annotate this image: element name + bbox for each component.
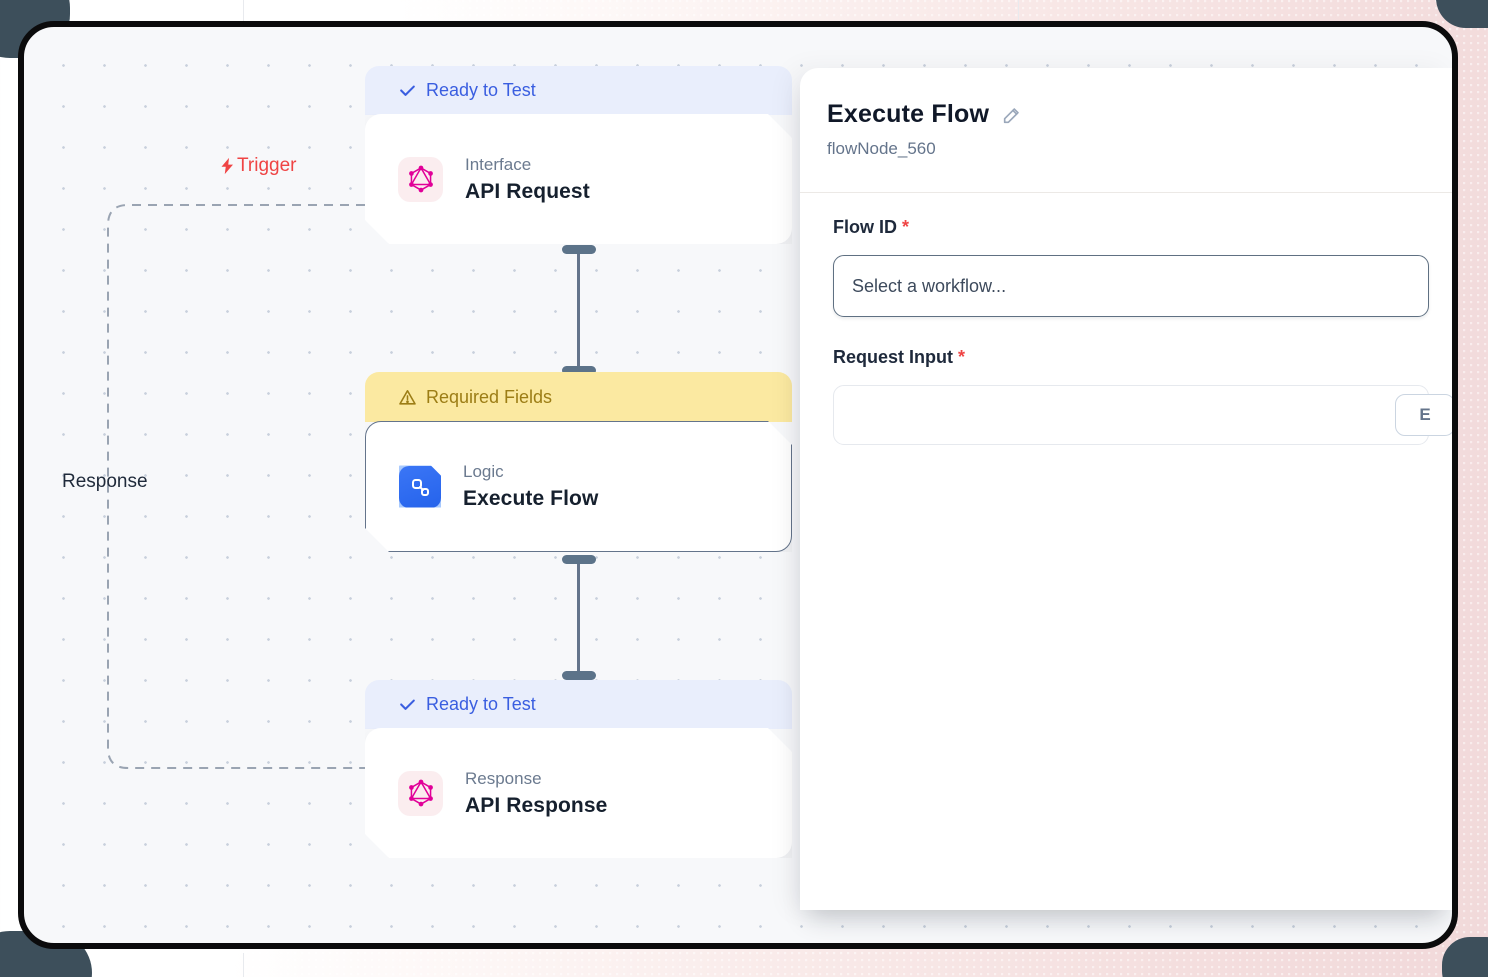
node-card[interactable]: Interface API Request (365, 114, 792, 244)
backdrop-corner-shape (1436, 0, 1488, 28)
graphql-icon (398, 771, 443, 816)
page-hairline (1018, 0, 1019, 22)
check-icon (398, 81, 417, 100)
page-hairline (243, 953, 244, 977)
request-input-field[interactable] (833, 385, 1429, 445)
request-input-label: Request Input* (833, 347, 966, 367)
select-placeholder: Select a workflow... (852, 275, 1007, 296)
lightning-icon (220, 157, 235, 175)
node-status-text: Ready to Test (426, 694, 536, 714)
node-status-badge: Ready to Test (365, 66, 792, 115)
node-category: Interface (465, 154, 532, 174)
trigger-label-text: Trigger (237, 155, 297, 176)
panel-title: Execute Flow (827, 100, 990, 128)
required-asterisk: * (958, 347, 966, 367)
node-api-response[interactable]: Ready to Test (365, 680, 792, 858)
edit-pencil-icon[interactable] (1001, 104, 1023, 126)
trigger-label: Trigger (220, 155, 296, 177)
node-category: Response (465, 768, 542, 788)
required-asterisk: * (902, 217, 910, 237)
node-category: Logic (463, 462, 504, 481)
check-icon (398, 695, 417, 714)
backdrop-corner-shape (1442, 937, 1488, 977)
connector-cap (561, 366, 596, 375)
node-connector (365, 555, 792, 680)
connector-line (576, 254, 581, 366)
flow-icon (399, 466, 441, 508)
connector-cap (561, 245, 596, 254)
node-status-text: Required Fields (426, 386, 553, 407)
node-execute-flow[interactable]: Required Fields Logic Execute Flow (365, 372, 792, 552)
node-connector (365, 245, 792, 375)
flow-id-label: Flow ID* (833, 217, 910, 237)
connector-line (576, 564, 581, 671)
response-label: Response (62, 471, 148, 492)
flow-id-select[interactable]: Select a workflow... (833, 255, 1429, 317)
node-config-panel: Execute Flow flowNode_560 Flow ID* Se (800, 68, 1452, 910)
node-api-request[interactable]: Ready to Test (365, 66, 792, 244)
connector-cap (561, 671, 596, 680)
node-status-text: Ready to Test (426, 80, 536, 100)
node-title: API Response (465, 793, 608, 817)
node-title: API Request (465, 179, 590, 203)
workflow-builder-window: Trigger Response Ready to Test (18, 21, 1458, 949)
request-input-edit-button[interactable]: E (1395, 394, 1452, 436)
node-card[interactable]: Response API Response (365, 728, 792, 858)
connector-cap (561, 555, 596, 564)
flow-canvas[interactable]: Trigger Response Ready to Test (24, 27, 1452, 943)
page-hairline (243, 0, 244, 22)
warning-icon (398, 388, 417, 407)
node-status-badge: Required Fields (365, 372, 792, 422)
panel-divider (800, 192, 1452, 193)
graphql-icon (398, 157, 443, 202)
node-title: Execute Flow (463, 487, 599, 510)
node-card[interactable]: Logic Execute Flow (365, 421, 792, 552)
node-status-badge: Ready to Test (365, 680, 792, 729)
node-id-text: flowNode_560 (827, 139, 936, 158)
